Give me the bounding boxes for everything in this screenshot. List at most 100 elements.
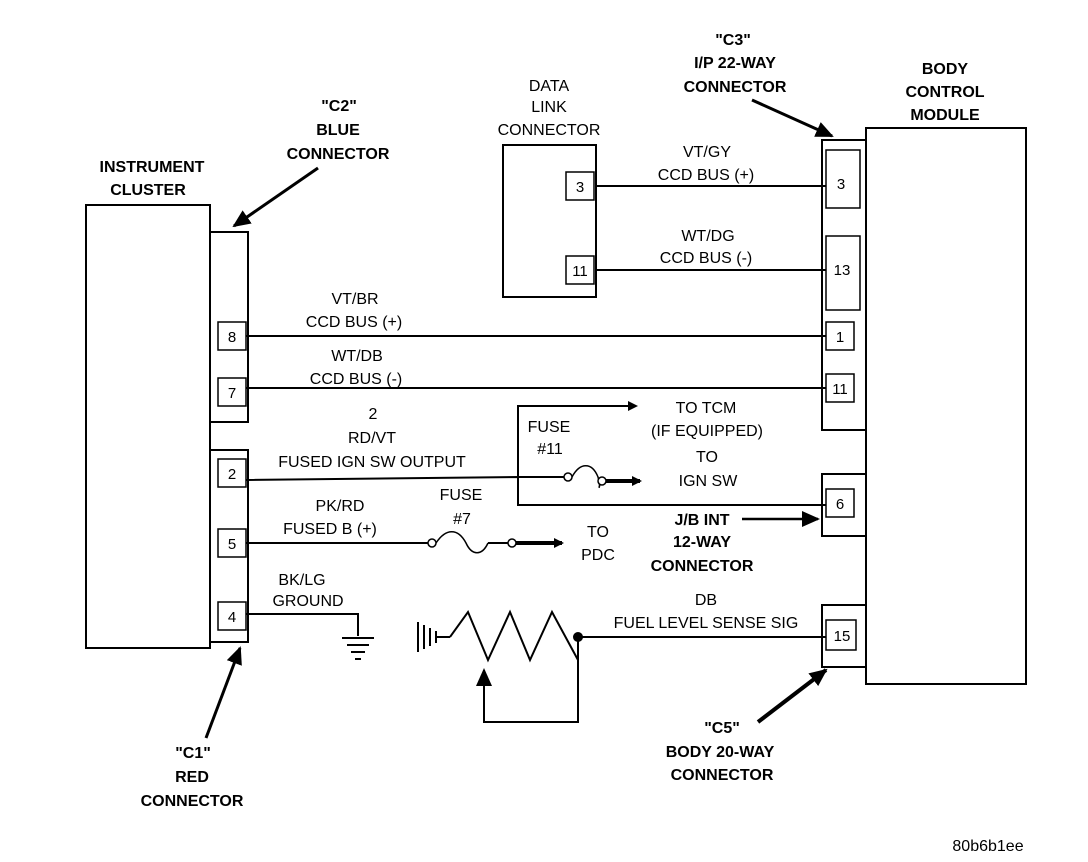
fuse11-terminal-left [563, 472, 573, 482]
c2-arrow [232, 166, 319, 228]
wire-dlc3-color: VT/GY [683, 144, 731, 161]
fuse7-element [435, 531, 489, 554]
c5-connector-housing: 15 [821, 604, 867, 668]
wire-ic4-color: BK/LG [278, 572, 325, 589]
pin-bcm-1: 1 [836, 329, 844, 346]
wire-dlc11-function: CCD BUS (-) [660, 250, 752, 267]
c5-label-line3: CONNECTOR [671, 767, 774, 784]
wire-ic5-color: PK/RD [316, 498, 365, 515]
pin-bcm-6: 6 [836, 496, 844, 513]
wire-ic2-function: FUSED IGN SW OUTPUT [278, 454, 466, 471]
pin-box-ic-4 [217, 601, 247, 631]
pin-ic-7: 7 [228, 385, 236, 402]
bcm-label-line1: BODY [922, 61, 969, 78]
pin-dlc-11: 11 [572, 263, 588, 280]
c2-connector-housing: 8 7 [209, 231, 249, 423]
c2-label-line1: "C2" [321, 98, 357, 115]
jb-label-line1: J/B INT [674, 512, 729, 529]
wire-ic8-bcm1: VT/BR CCD BUS (+) [246, 291, 826, 337]
c3-label-line3: CONNECTOR [684, 79, 787, 96]
instrument-cluster-label-line1: INSTRUMENT [100, 159, 205, 176]
c1-arrow [204, 646, 242, 739]
pin-box-bcm-1 [825, 321, 855, 351]
c3-arrow [751, 98, 834, 138]
c2-callout: "C2" BLUE CONNECTOR [232, 98, 390, 228]
wire-ic7-bcm11: WT/DB CCD BUS (-) [246, 348, 826, 389]
pin-box-bcm-13 [825, 235, 861, 311]
jb-callout: J/B INT 12-WAY CONNECTOR [651, 511, 820, 575]
wire-ic8-color: VT/BR [331, 291, 378, 308]
pin-box-bcm-3 [825, 149, 861, 209]
instrument-cluster-label-line2: CLUSTER [110, 182, 186, 199]
pin-dlc-3: 3 [576, 179, 584, 196]
tcm-label-line1: TO TCM [676, 400, 737, 417]
fuse7-label-line2: #7 [453, 511, 471, 528]
wire-ic7-function: CCD BUS (-) [310, 371, 402, 388]
c3-label-line1: "C3" [715, 32, 751, 49]
fuse7-label-line1: FUSE [440, 487, 483, 504]
c3-connector-housing: 3 13 1 11 [821, 139, 867, 431]
c3-label-line2: I/P 22-WAY [694, 55, 776, 72]
wire-ic5-function: FUSED B (+) [283, 521, 377, 538]
fuse11-label-line2: #11 [537, 441, 563, 458]
pin-box-ic-2 [217, 458, 247, 488]
c3-callout: "C3" I/P 22-WAY CONNECTOR [684, 32, 834, 138]
fuse7-terminal-left [427, 538, 437, 548]
pin-box-ic-7 [217, 377, 247, 407]
pin-bcm-11: 11 [832, 381, 848, 398]
pin-bcm-3: 3 [837, 176, 845, 193]
pin-ic-2: 2 [228, 466, 236, 483]
c2-label-line2: BLUE [316, 122, 360, 139]
dlc-label-line3: CONNECTOR [498, 122, 601, 139]
pin-box-ic-8 [217, 321, 247, 351]
jb-connector-housing: 6 [821, 473, 867, 537]
dlc-label-line2: LINK [531, 99, 567, 116]
jb-label-line2: 12-WAY [673, 534, 731, 551]
wire-ic8-function: CCD BUS (+) [306, 314, 402, 331]
wire-ic2-ign: 2 RD/VT FUSED IGN SW OUTPUT FUSE #11 TO … [245, 400, 826, 506]
bcm-label-line3: MODULE [910, 107, 980, 124]
c1-callout: "C1" RED CONNECTOR [141, 646, 244, 810]
fuse11-terminal-right [597, 476, 607, 486]
c1-label-line1: "C1" [175, 745, 211, 762]
pdc-label-line2: PDC [581, 547, 615, 564]
bcm-label-line2: CONTROL [905, 84, 984, 101]
wire-ic4-ground: BK/LG GROUND [246, 572, 374, 660]
figure-id: 80b6b1ee [952, 838, 1023, 855]
fuse11-label-line1: FUSE [528, 419, 571, 436]
ign-sw-label-line1: TO [696, 449, 718, 466]
wire-ic4-function: GROUND [272, 593, 343, 610]
wire-dlc3-bcm3: VT/GY CCD BUS (+) [596, 144, 826, 187]
c2-label-line3: CONNECTOR [287, 146, 390, 163]
sensor-ground-icon [417, 622, 437, 652]
tcm-label-line2: (IF EQUIPPED) [651, 423, 763, 440]
c5-label-line1: "C5" [704, 720, 740, 737]
instrument-cluster: INSTRUMENT CLUSTER [85, 159, 211, 649]
pin-bcm-15: 15 [834, 628, 851, 645]
pin-box-bcm-6 [825, 488, 855, 518]
wire-ic2-circuit: 2 [369, 406, 378, 423]
c5-callout: "C5" BODY 20-WAY CONNECTOR [666, 668, 828, 784]
wire-ic2-color: RD/VT [348, 430, 396, 447]
c5-label-line2: BODY 20-WAY [666, 744, 775, 761]
pin-box-dlc-3 [565, 171, 595, 201]
ign-sw-label-line2: IGN SW [679, 473, 739, 490]
pin-ic-5: 5 [228, 536, 236, 553]
data-link-connector: DATA LINK CONNECTOR 3 11 [498, 78, 601, 298]
wire-dlc11-color: WT/DG [681, 228, 734, 245]
pdc-label-line1: TO [587, 524, 609, 541]
pin-ic-4: 4 [228, 609, 236, 626]
c1-connector-housing: 2 5 4 [209, 449, 249, 643]
body-control-module: BODY CONTROL MODULE [865, 61, 1027, 685]
ground-icon [342, 637, 374, 660]
wire-bcm15-fuel-sensor: DB FUEL LEVEL SENSE SIG [417, 592, 826, 723]
wire-dlc3-function: CCD BUS (+) [658, 167, 754, 184]
pin-bcm-13: 13 [834, 262, 851, 279]
tcm-arrow [517, 401, 638, 477]
pin-ic-8: 8 [228, 329, 236, 346]
c1-label-line2: RED [175, 769, 209, 786]
pin-box-bcm-15 [825, 619, 857, 651]
fuse11-element [571, 465, 603, 488]
wire-bcm15-color: DB [695, 592, 717, 609]
